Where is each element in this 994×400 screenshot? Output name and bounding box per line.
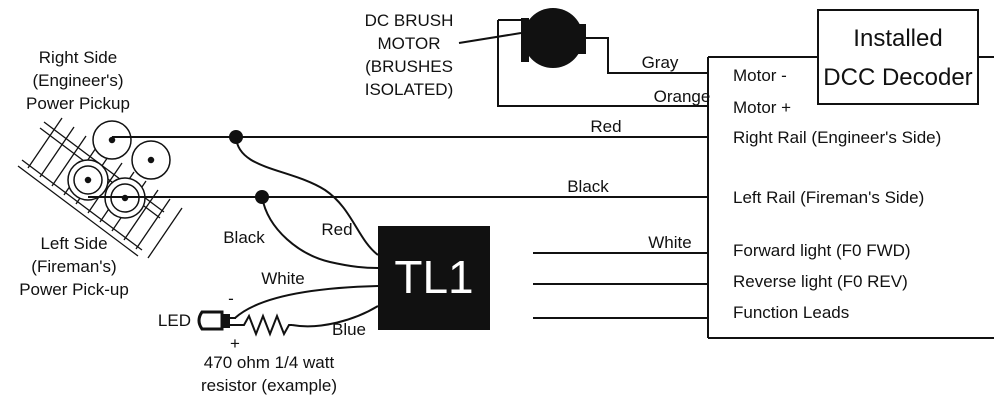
decoder-title-line-1: Installed (853, 25, 942, 52)
wire-black-to-tl1 (261, 196, 379, 269)
wire-label-orange: Orange (654, 87, 711, 106)
pickup-wheels (67, 120, 171, 219)
tl1-label: TL1 (394, 251, 473, 303)
dc-motor (521, 8, 586, 68)
left-pickup-line-2: (Fireman's) (31, 257, 116, 276)
wire-white-led (234, 285, 379, 319)
left-pickup-line-3: Power Pick-up (19, 280, 129, 299)
led-label: LED (158, 311, 191, 330)
right-pickup-line-1: Right Side (39, 48, 117, 67)
terminal-motor-plus: Motor + (733, 98, 791, 117)
decoder-title-line-2: DCC Decoder (823, 64, 972, 91)
decoder-box (817, 9, 979, 105)
wire-label-gray: Gray (642, 53, 679, 72)
wire-red-to-tl1 (235, 136, 379, 256)
resistor-symbol (235, 313, 292, 337)
motor-label-line-3: (BRUSHES (365, 57, 453, 76)
led-minus-label: - (228, 289, 234, 308)
terminal-right-rail: Right Rail (Engineer's Side) (733, 128, 941, 147)
terminal-left-rail: Left Rail (Fireman's Side) (733, 188, 924, 207)
right-pickup-line-2: (Engineer's) (32, 71, 123, 90)
tl1-module (378, 226, 490, 330)
wire-label-red-rail: Red (590, 117, 621, 136)
left-pickup-line-1: Left Side (40, 234, 107, 253)
terminal-function-leads: Function Leads (733, 303, 849, 322)
wire-orange (497, 20, 708, 107)
led-plus-label: + (230, 334, 240, 353)
motor-label-line-2: MOTOR (378, 34, 441, 53)
wire-label-black-tl1: Black (223, 228, 265, 247)
resistor-label-line-2: resistor (example) (201, 376, 337, 395)
motor-label-line-1: DC BRUSH (365, 11, 454, 30)
terminal-motor-minus: Motor - (733, 66, 787, 85)
wire-gray (586, 37, 708, 74)
resistor-label-line-1: 470 ohm 1/4 watt (204, 353, 335, 372)
motor-label-line-4: ISOLATED) (365, 80, 453, 99)
wire-label-red-tl1: Red (321, 220, 352, 239)
wire-label-blue: Blue (332, 320, 366, 339)
wire-label-white-led: White (261, 269, 304, 288)
wire-label-white-forward: White (648, 233, 691, 252)
terminal-forward-light: Forward light (F0 FWD) (733, 241, 911, 260)
right-pickup-line-3: Power Pickup (26, 94, 130, 113)
led-symbol (197, 310, 236, 331)
wire-blue-led (291, 305, 379, 328)
motor-label-leader (458, 32, 522, 44)
wire-label-black-rail: Black (567, 177, 609, 196)
terminal-reverse-light: Reverse light (F0 REV) (733, 272, 908, 291)
